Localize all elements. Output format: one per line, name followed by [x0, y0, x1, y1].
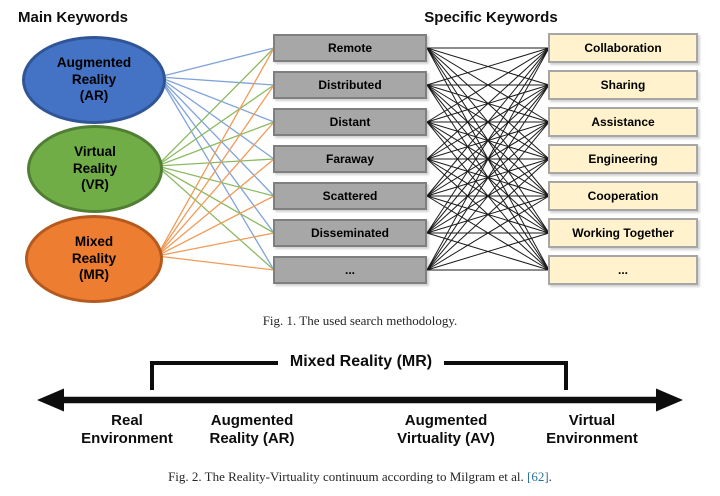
continuum-arrow-icon	[37, 388, 683, 412]
arrow-left-head-icon	[37, 388, 64, 412]
mixed-reality-bracket-label: Mixed Reality (MR)	[289, 353, 433, 370]
node-scattered: Scattered	[273, 182, 427, 210]
node-virtual-reality: Virtual Reality (VR)	[27, 125, 163, 213]
node-augmented-reality: Augmented Reality (AR)	[22, 36, 166, 124]
node-specific-ellipsis: ...	[548, 255, 698, 285]
label-real-environment: Real Environment	[81, 412, 173, 448]
arrow-right-head-icon	[656, 388, 683, 412]
node-working-together: Working Together	[548, 218, 698, 248]
node-collaboration: Collaboration	[548, 33, 698, 63]
node-sharing: Sharing	[548, 70, 698, 100]
node-mixed-reality: Mixed Reality (MR)	[25, 215, 163, 303]
node-faraway: Faraway	[273, 145, 427, 173]
node-remote: Remote	[273, 34, 427, 62]
node-cooperation: Cooperation	[548, 181, 698, 211]
fig2-caption-text: Fig. 2. The Reality-Virtuality continuum…	[168, 469, 527, 484]
node-assistance: Assistance	[548, 107, 698, 137]
node-middle-ellipsis: ...	[273, 256, 427, 284]
label-virtual-environment: Virtual Environment	[546, 412, 638, 448]
node-engineering: Engineering	[548, 144, 698, 174]
node-disseminated: Disseminated	[273, 219, 427, 247]
specific-keywords-header: Specific Keywords	[424, 9, 558, 26]
fig2-caption: Fig. 2. The Reality-Virtuality continuum…	[0, 469, 720, 485]
label-augmented-reality: Augmented Reality (AR)	[209, 412, 295, 448]
citation-link[interactable]: [62]	[527, 469, 549, 484]
label-augmented-virtuality: Augmented Virtuality (AV)	[397, 412, 495, 448]
fig1-caption: Fig. 1. The used search methodology.	[262, 313, 458, 328]
main-keywords-header: Main Keywords	[17, 9, 129, 26]
node-distant: Distant	[273, 108, 427, 136]
node-distributed: Distributed	[273, 71, 427, 99]
fig2-caption-period: .	[548, 469, 552, 484]
